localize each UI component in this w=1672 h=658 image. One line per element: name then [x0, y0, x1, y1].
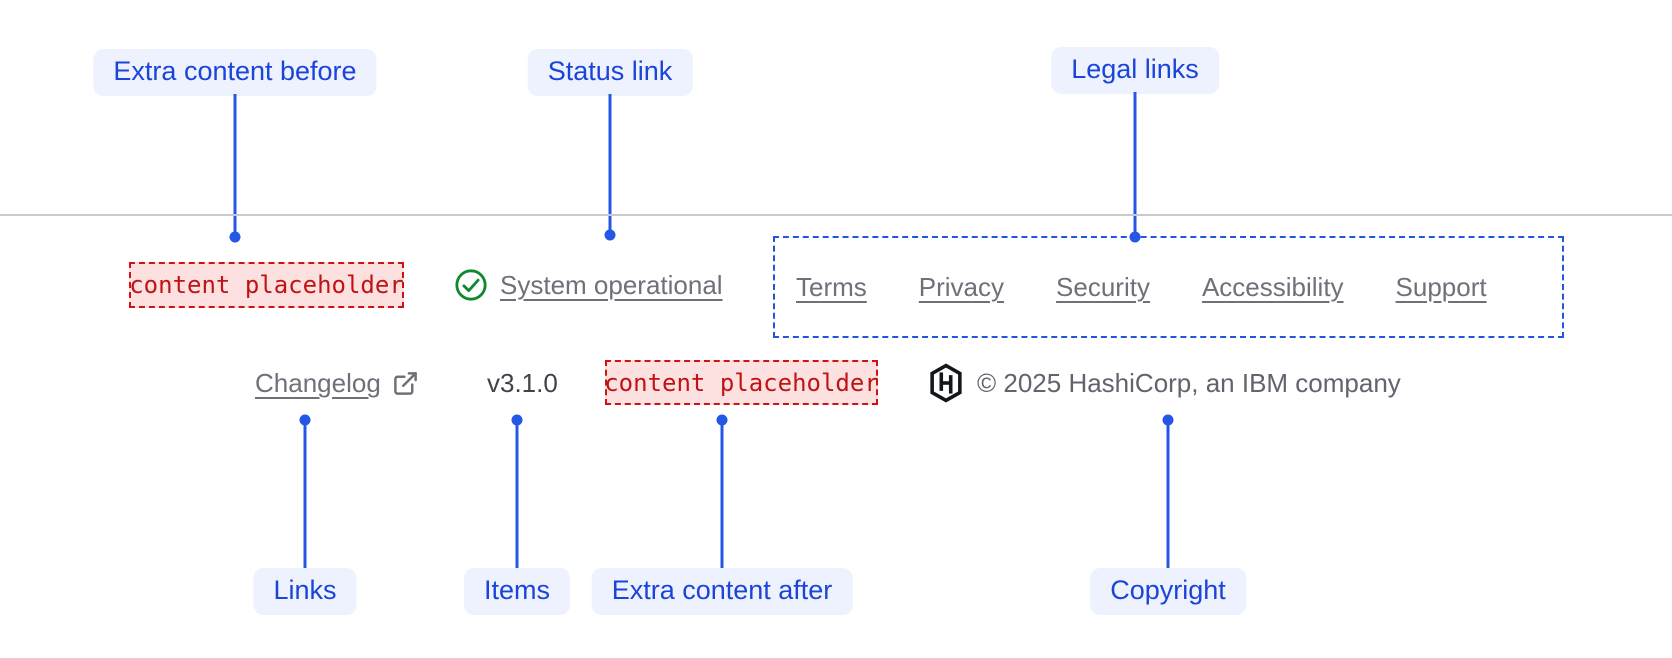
version-label: v3.1.0 [487, 367, 558, 398]
extra-content-before-placeholder: content placeholder [129, 262, 404, 308]
footer-top-divider [0, 214, 1672, 216]
annotation-dot-extra-content-after [716, 414, 728, 426]
version-item: v3.1.0 [487, 360, 558, 406]
external-link-icon [392, 370, 419, 397]
annotation-dot-copyright [1162, 414, 1174, 426]
status-link-label: System operational [500, 269, 723, 300]
annotation-label-extra-content-after: Extra content after [591, 568, 853, 615]
annotation-dot-items [511, 414, 523, 426]
annotation-line-status-link [608, 94, 612, 230]
annotation-line-items [515, 425, 519, 568]
annotation-dot-links [299, 414, 311, 426]
brand-copyright-group: © 2025 HashiCorp, an IBM company [928, 360, 1401, 406]
annotation-label-copyright: Copyright [1090, 568, 1246, 615]
legal-link-support[interactable]: Support [1395, 271, 1487, 302]
annotation-label-extra-content-before: Extra content before [93, 49, 377, 96]
legal-links-group: Terms Privacy Security Accessibility Sup… [773, 236, 1564, 338]
check-circle-icon [454, 268, 488, 302]
annotation-line-links [303, 425, 307, 568]
annotation-label-items: Items [463, 568, 571, 615]
annotation-label-legal-links: Legal links [1051, 47, 1219, 94]
annotation-line-extra-content-after [720, 425, 724, 568]
changelog-link[interactable]: Changelog [255, 360, 419, 406]
annotation-dot-extra-content-before [229, 231, 241, 243]
annotation-line-legal-links [1133, 92, 1137, 232]
annotation-line-extra-content-before [233, 94, 237, 232]
legal-link-terms[interactable]: Terms [796, 271, 867, 302]
copyright-text: © 2025 HashiCorp, an IBM company [977, 367, 1401, 398]
legal-link-security[interactable]: Security [1056, 271, 1150, 302]
changelog-link-label: Changelog [255, 367, 381, 398]
legal-link-accessibility[interactable]: Accessibility [1201, 271, 1344, 302]
annotation-line-copyright [1166, 425, 1170, 568]
annotation-label-status-link: Status link [527, 49, 693, 96]
annotation-dot-status-link [604, 229, 616, 241]
hashicorp-logo-icon [928, 363, 964, 403]
status-link[interactable]: System operational [454, 262, 723, 308]
legal-link-privacy[interactable]: Privacy [918, 271, 1005, 302]
extra-content-after-placeholder: content placeholder [604, 360, 879, 405]
annotation-label-links: Links [253, 568, 357, 615]
